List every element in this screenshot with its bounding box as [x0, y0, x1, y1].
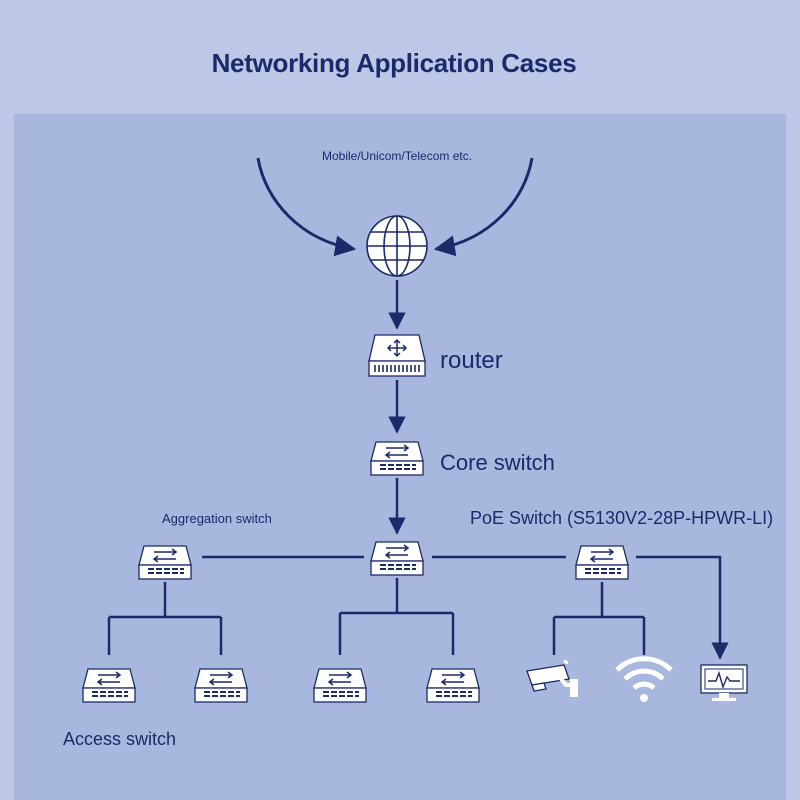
access-switch-label: Access switch	[63, 729, 177, 749]
poe-switch-icon	[575, 545, 629, 580]
wifi-icon	[615, 656, 673, 702]
camera-icon	[526, 659, 578, 697]
router-icon	[368, 334, 426, 377]
router-label: router	[440, 347, 503, 374]
core-switch-label: Core switch	[440, 450, 555, 475]
globe-icon	[366, 215, 428, 277]
aggregation-links	[202, 555, 729, 660]
access-switch-icon	[426, 668, 480, 703]
access-switch-icon	[194, 668, 248, 703]
core-switch-icon	[370, 441, 424, 476]
carrier-arcs	[256, 157, 534, 257]
access-links	[107, 578, 646, 655]
access-switch-icon	[313, 668, 367, 703]
center-aggregation-switch-icon	[370, 541, 424, 576]
access-switch-icon	[82, 668, 136, 703]
carrier-label: Mobile/Unicom/Telecom etc.	[322, 149, 473, 163]
monitor-icon	[700, 664, 748, 701]
aggregation-switch-label: Aggregation switch	[162, 511, 272, 526]
poe-switch-label: PoE Switch (S5130V2-28P-HPWR-LI)	[470, 508, 774, 528]
diagram-title: Networking Application Cases	[211, 48, 577, 78]
aggregation-switch-icon	[138, 545, 192, 580]
